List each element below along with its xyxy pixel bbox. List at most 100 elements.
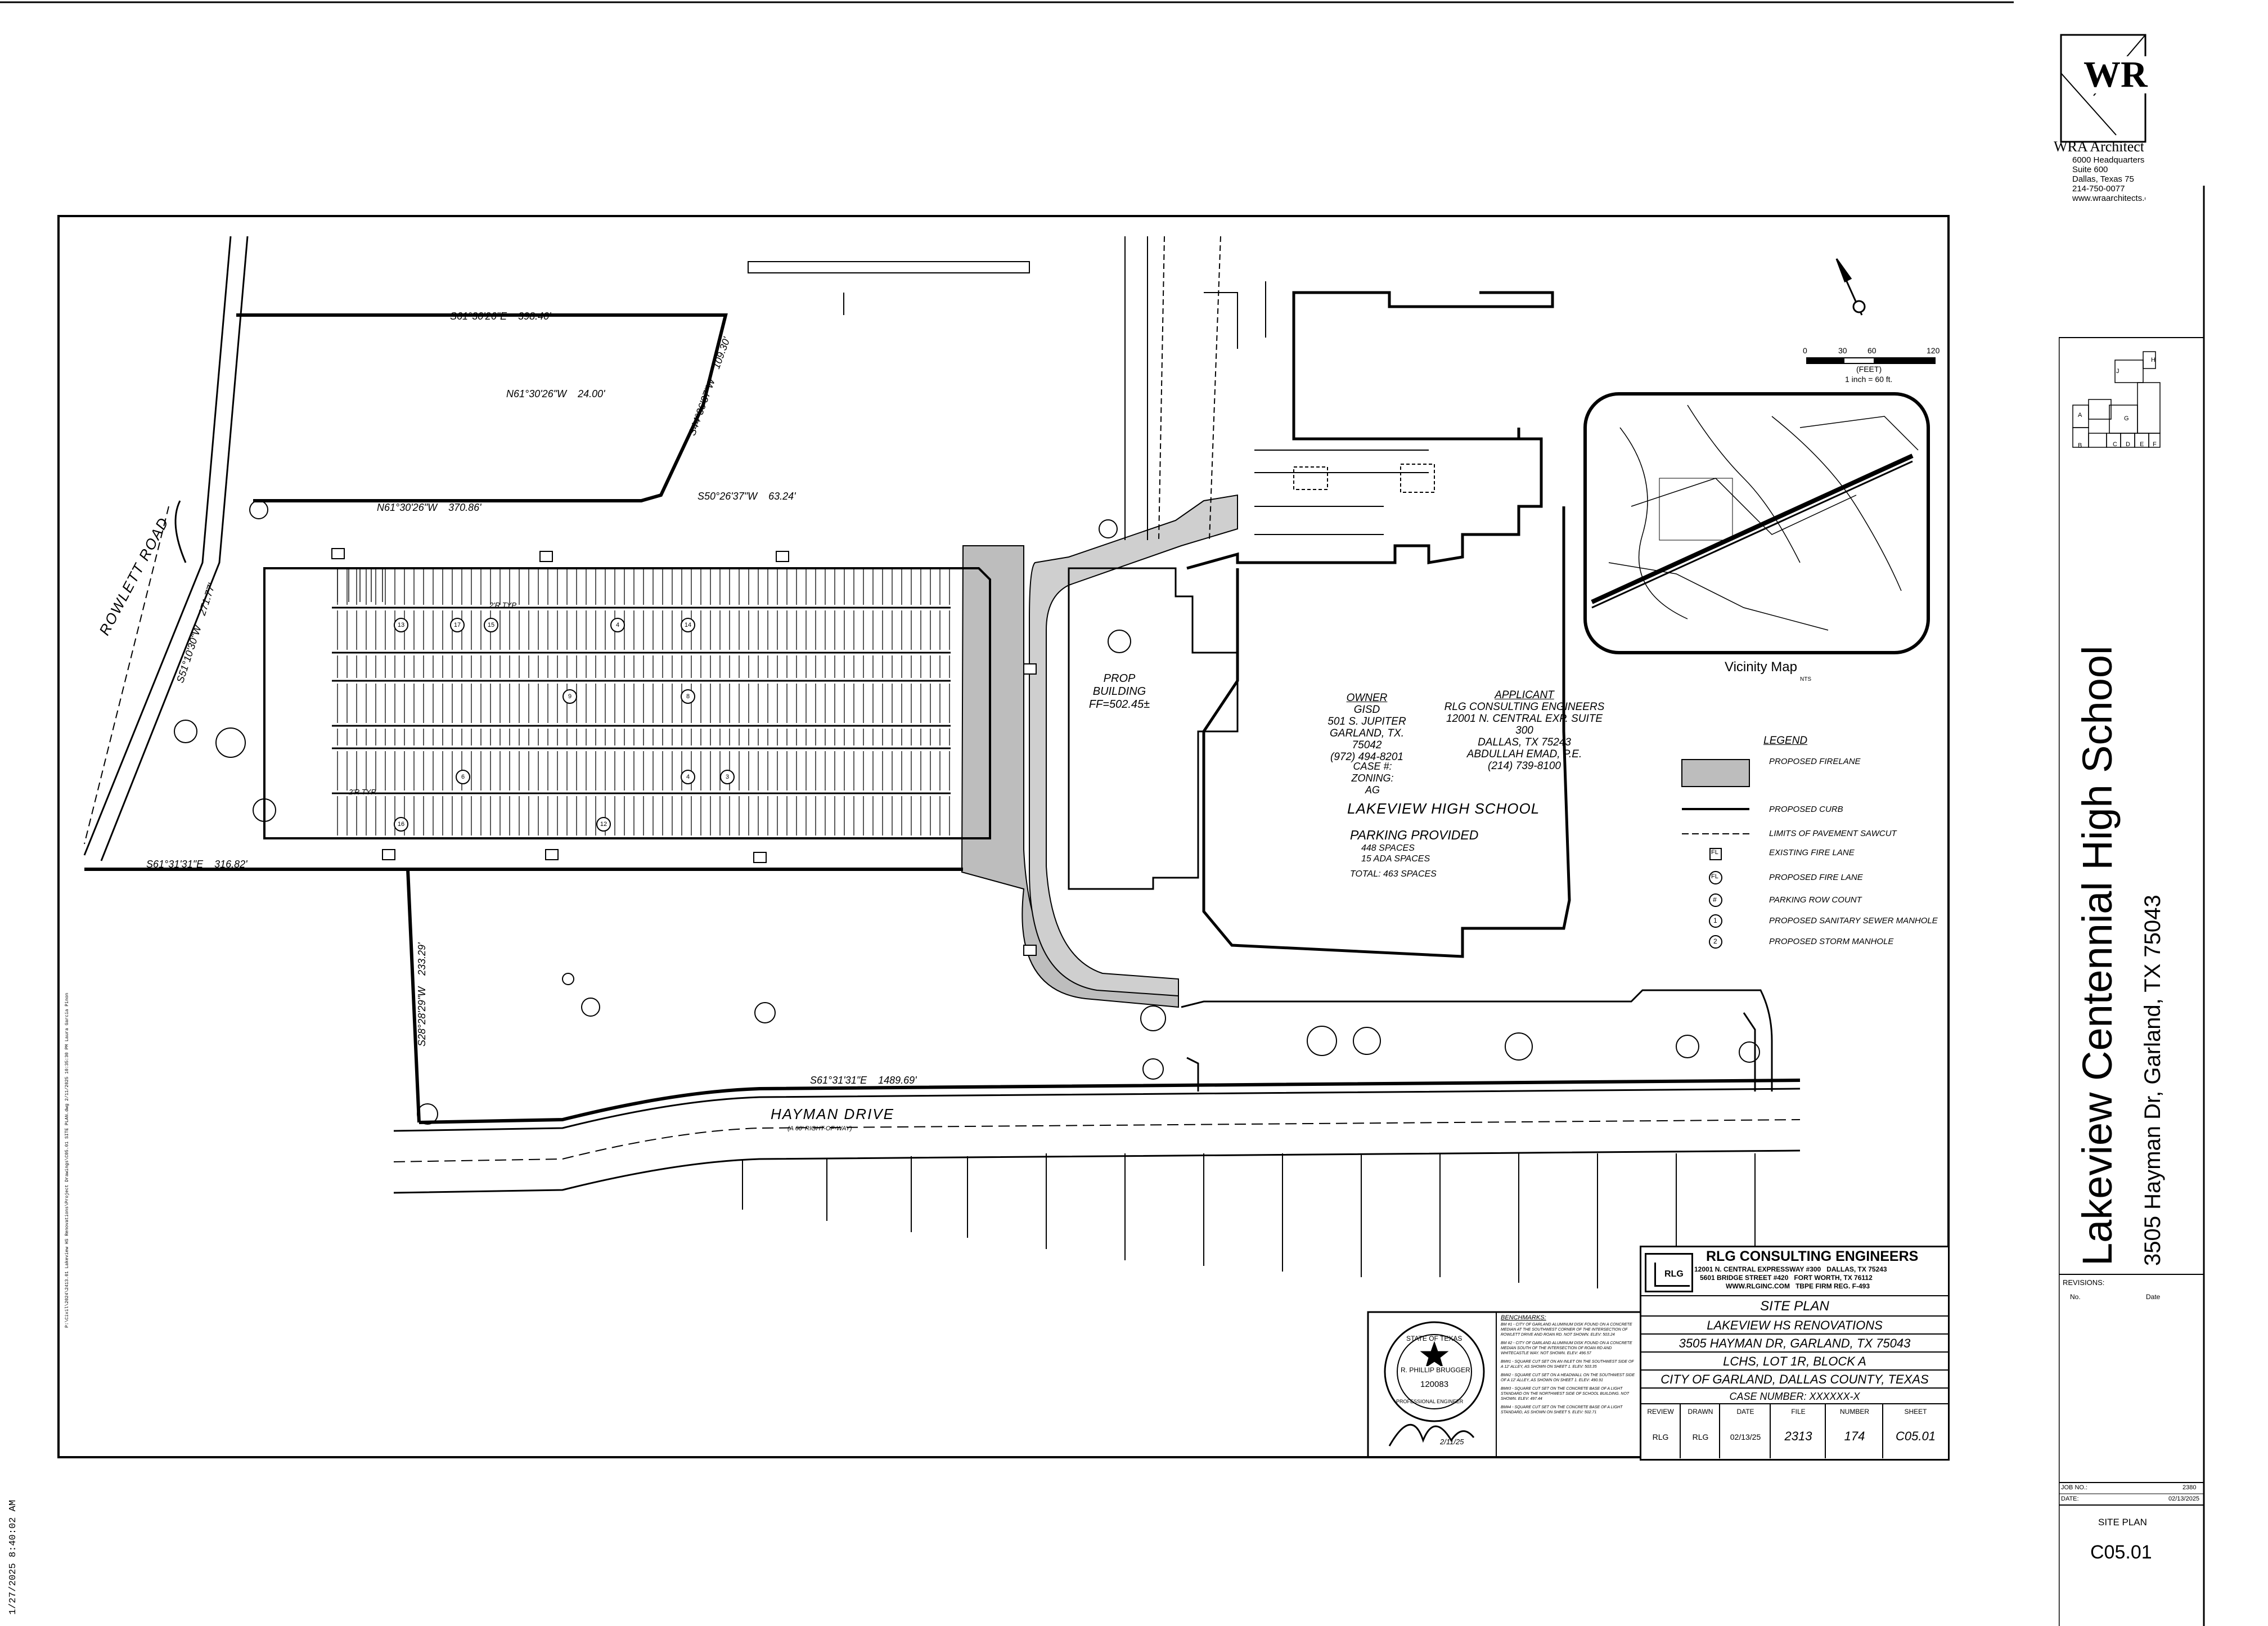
legend-symbol-sewer: 1 [1713,917,1717,924]
typ-label-2: 2'R TYP. [349,788,377,796]
seal-number: 120083 [1420,1380,1449,1389]
applicant-line: DALLAS, TX 75243 [1478,736,1571,748]
tb-header: SHEET [1904,1408,1927,1416]
proposed-firelane [961,545,1179,1008]
parking-row-count: 4 [610,618,625,632]
firm-addr-3: WWW.RLGINC.COM TBPE FIRM REG. F-493 [1726,1282,1870,1290]
key-plan-label: H [2151,357,2156,363]
architect-line: Dallas, Texas 75 [2072,174,2134,184]
applicant-line: RLG CONSULTING ENGINEERS [1444,701,1605,713]
key-plan-label: F [2153,441,2157,448]
parking-row-count: 9 [562,689,577,704]
key-plan-label: B [2078,442,2082,449]
pe-seal [1384,1321,1485,1447]
case-line: CASE #: [1353,761,1392,772]
tb-header: NUMBER [1839,1408,1869,1416]
scale-tick-120: 120 [1927,346,1940,355]
legend-item: PROPOSED CURB [1769,805,1843,814]
tb-sheet-title: SITE PLAN [1641,1295,1948,1317]
sidebar-lines [2059,186,2205,1626]
fire-lane-markers [331,548,1037,956]
property-boundary [84,313,1801,1124]
benchmark-item: BM #1 - CITY OF GARLAND ALUMINUM DISK FO… [1501,1323,1632,1337]
tb-header: DRAWN [1688,1408,1713,1416]
tb-value: C05.01 [1896,1429,1936,1443]
applicant-line: ABDULLAH EMAD, P.E. [1466,748,1582,760]
legend-item: PROPOSED STORM MANHOLE [1769,937,1894,946]
tb-project: LAKEVIEW HS RENOVATIONS [1641,1315,1948,1335]
seal-signature-date: 2/11/25 [1440,1438,1464,1446]
parking-lot [263,567,991,839]
key-plan-label: E [2140,441,2144,448]
rlg-logo: RLG [1645,1253,1693,1292]
parking-heading: PARKING PROVIDED [1350,828,1479,842]
revisions-header: REVISIONS: [2063,1278,2105,1287]
legend-item: PROPOSED FIRELANE [1769,757,1861,766]
typ-label-1: 2'R TYP. [489,601,518,609]
proposed-building [1068,567,1239,890]
scale-bar [1806,357,1936,364]
legend-title: LEGEND [1763,735,1808,747]
tb-file: FILE 2313 [1770,1404,1826,1458]
architect-line: 6000 Headquarters [2072,155,2145,165]
architect-line: Suite 600 [2072,165,2108,174]
tb-case: CASE NUMBER: XXXXXX-X [1641,1387,1948,1404]
tb-header: REVIEW [1647,1408,1674,1416]
parking-total: TOTAL: 463 SPACES [1350,869,1437,879]
parking-row-count: 16 [394,817,408,832]
bearing-1: S61°30'26"E 398.40' [450,311,551,322]
owner-line: (972) 494-8201 [1330,751,1403,763]
vicinity-title: Vicinity Map [1725,659,1797,675]
north-arrow [1835,258,1866,316]
parking-row-count: 8 [681,689,695,704]
key-plan-label: A [2078,412,2082,419]
project-address: 3505 Hayman Dr, Garland, TX 75043 [2140,895,2165,1266]
tb-value: 174 [1844,1429,1865,1443]
legend-symbol-fl-proposed: FL [1711,873,1718,880]
tb-lot: LCHS, LOT 1R, BLOCK A [1641,1351,1948,1371]
road-row-label: (A 60' RIGHT-OF-WAY) [788,1125,852,1132]
drawing-frame [57,215,1950,1458]
scale-ratio: 1 inch = 60 ft. [1845,375,1893,384]
scale-tick-0: 0 [1803,346,1807,355]
trees [174,500,1760,1125]
revisions-col-date: Date [2146,1293,2161,1301]
scale-unit: (FEET) [1856,365,1882,374]
owner-heading: OWNER [1346,692,1388,704]
date: 02/13/2025 [2168,1495,2200,1502]
existing-building [1186,291,1571,958]
parking-block: PARKING PROVIDED 448 SPACES 15 ADA SPACE… [1350,827,1478,879]
tb-info-table: REVIEW RLG DRAWN RLG DATE 02/13/25 FILE … [1641,1403,1948,1458]
firm-name: RLG CONSULTING ENGINEERS [1706,1248,1919,1264]
case-line: ZONING: AG [1351,772,1394,796]
building-label: PROP BUILDING FF=502.45± [1077,672,1162,711]
seal-bottom: PROFESSIONAL ENGINEER [1396,1399,1464,1404]
legend-symbols [1681,759,1750,949]
legend-item: PROPOSED SANITARY SEWER MANHOLE [1769,916,1938,926]
school-name: LAKEVIEW HIGH SCHOOL [1347,800,1540,817]
benchmark-item: BM#3 - SQUARE CUT SET ON THE CONCRETE BA… [1501,1387,1630,1401]
vicinity-map [1583,392,1930,654]
benchmark-item: BM#2 - SQUARE CUT SET ON A HEADWALL ON T… [1501,1373,1635,1382]
tb-value: 2313 [1784,1429,1812,1443]
project-title: Lakeview Centennial High School [2074,645,2121,1266]
legend-item: EXISTING FIRE LANE [1769,848,1855,857]
bearing-6: S61°31'31"E 316.82' [146,859,248,870]
tb-sheet: SHEET C05.01 [1882,1404,1948,1458]
parking-row-count: 12 [596,817,611,832]
building-name: PROP BUILDING [1092,672,1146,698]
legend-symbol-storm: 2 [1713,937,1717,945]
tb-review: REVIEW RLG [1641,1404,1680,1458]
architect-line: www.wraarchitects.com [2072,194,2145,203]
applicant-heading: APPLICANT [1495,689,1554,701]
legend-symbol-row-count: # [1713,896,1717,904]
wra-logo-text: WR [2081,56,2150,93]
key-plan-label: J [2116,368,2120,375]
building-ff: FF=502.45± [1088,698,1150,711]
case-block: CASE #: ZONING: AG [1344,761,1401,796]
parking-line: 15 ADA SPACES [1361,854,1430,864]
bearing-7: S28°28'29"W 233.29' [416,942,428,1046]
tb-date: DATE 02/13/25 [1719,1404,1771,1458]
architect-name: WRA Architects [2054,138,2144,155]
